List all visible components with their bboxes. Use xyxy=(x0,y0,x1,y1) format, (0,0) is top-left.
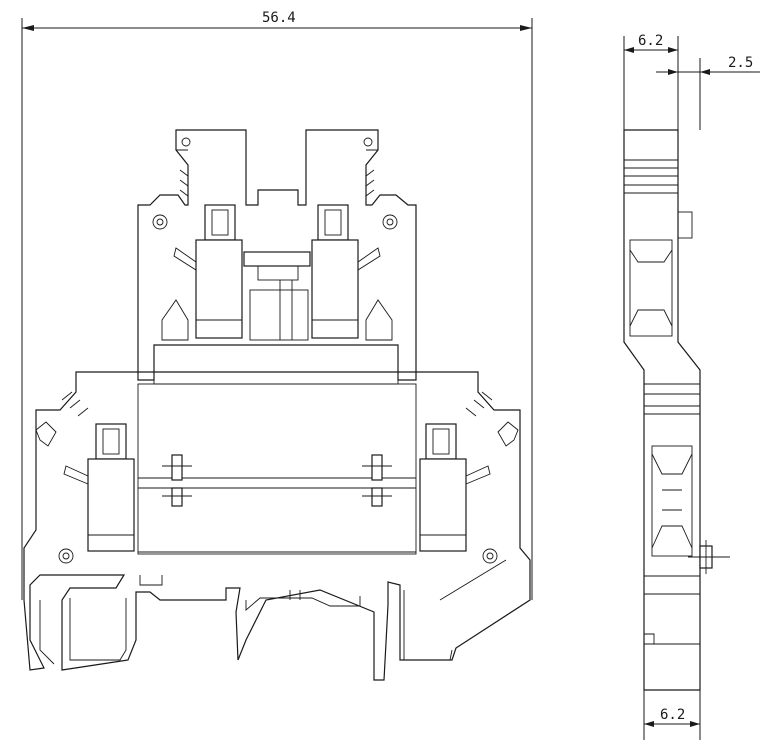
housing-outline xyxy=(23,129,531,681)
lower-latch-teeth xyxy=(61,391,493,417)
front-view: 56.4 xyxy=(21,10,533,681)
overall-width-dimension: 56.4 xyxy=(21,10,533,600)
upper-center-bridge xyxy=(243,251,311,341)
center-structure xyxy=(137,371,417,555)
din-rail-foot xyxy=(39,559,507,665)
upper-latch-teeth xyxy=(176,137,378,197)
side-screw-offset-label: 2.5 xyxy=(728,55,753,71)
overall-width-label: 56.4 xyxy=(262,10,296,26)
lower-left-clamp xyxy=(35,421,135,564)
side-bottom-width-label: 6.2 xyxy=(660,707,685,723)
lower-right-clamp xyxy=(419,421,519,564)
side-top-width-label: 6.2 xyxy=(638,33,663,49)
side-screw xyxy=(688,540,730,574)
side-screw-offset-dimension: 2.5 xyxy=(656,55,760,130)
side-view: 6.2 2.5 xyxy=(623,33,760,740)
side-bottom-width-dimension: 6.2 xyxy=(643,690,701,740)
side-body xyxy=(623,129,701,691)
side-top-width-dimension: 6.2 xyxy=(623,33,679,130)
upper-right-clamp xyxy=(311,204,398,341)
upper-left-clamp xyxy=(152,204,243,341)
